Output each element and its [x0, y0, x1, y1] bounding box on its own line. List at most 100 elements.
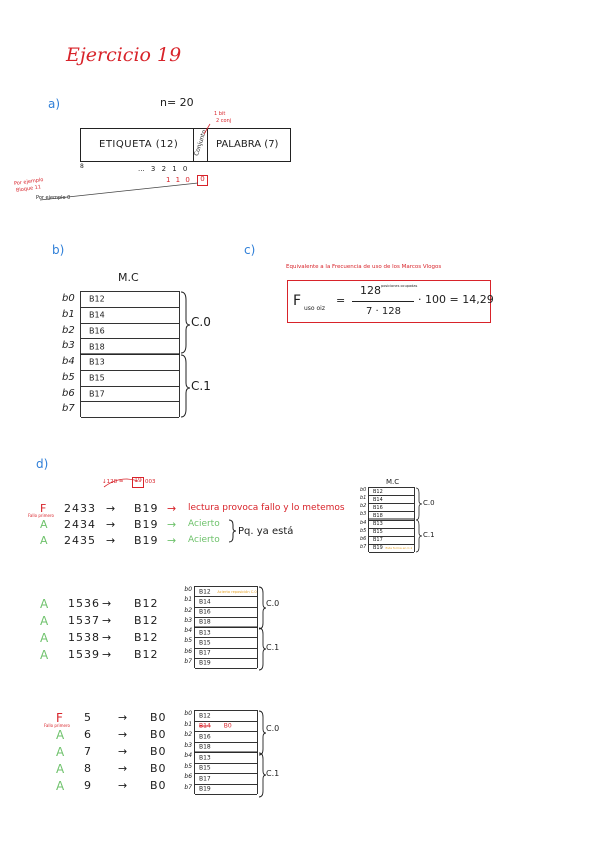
- cache-row-note: Esta forma en C.1: [385, 546, 413, 551]
- cache-row-block: B18: [199, 618, 211, 626]
- cache-row: B15: [195, 638, 257, 649]
- cache-row-block: B14: [373, 496, 383, 503]
- access-comment: lectura provoca fallo y lo metemos: [188, 503, 345, 513]
- access-status: A: [56, 762, 65, 776]
- access-status: A: [56, 779, 65, 793]
- access-arrow-2: →: [167, 518, 177, 531]
- palabra-field: PALABRA (7): [216, 139, 279, 150]
- f-symbol: F: [293, 293, 302, 309]
- cache-line-label: b4: [360, 519, 367, 526]
- cache-line-label: b7: [360, 543, 367, 550]
- access-address: 1537: [68, 614, 100, 627]
- cache-row-block: B12: [199, 712, 211, 720]
- access-block: B12: [134, 648, 159, 661]
- access-arrow: →: [106, 518, 116, 531]
- access-status: A: [40, 518, 48, 531]
- cache-row: B16: [369, 504, 414, 513]
- cache-row-block: B18: [373, 512, 383, 519]
- cache-row-block: B15: [373, 529, 383, 536]
- cache-row: B19: [195, 785, 257, 795]
- etiqueta-field: ETIQUETA (12): [99, 139, 179, 150]
- cache-row: B18: [195, 743, 257, 753]
- cache-row: B12: [81, 292, 179, 308]
- cache-title: M.C: [118, 271, 139, 284]
- cache-row: B14: [81, 308, 179, 324]
- part-b-label: b): [52, 243, 65, 257]
- part-a-label: a): [48, 97, 61, 111]
- cache-line-label: b5: [184, 637, 193, 645]
- cache-row-block: B13: [373, 521, 383, 528]
- cache-line-label: b0: [184, 586, 193, 593]
- cache-row-note: Acierto reposición C.0: [217, 589, 257, 594]
- cache-row: B15: [195, 764, 257, 774]
- access-arrow: →: [106, 534, 116, 547]
- bit-index-row: ... 3 2 1 0: [138, 165, 188, 173]
- access-address: 2435: [64, 534, 96, 547]
- access-block: B0: [150, 762, 167, 775]
- access-block: B19: [134, 534, 159, 547]
- cache-row-block: B15: [199, 639, 211, 647]
- access-address: 1536: [68, 597, 100, 610]
- access-status: A: [40, 534, 48, 547]
- cache-line-label: b3: [184, 616, 193, 624]
- cache-row: B17: [81, 387, 179, 403]
- access-status: A: [56, 745, 65, 759]
- page-title: Ejercicio 19: [66, 44, 182, 66]
- cache-row: B13: [369, 521, 414, 529]
- part-c-heading: Equivalente a la Frecuencia de uso de lo…: [286, 264, 442, 270]
- address-format-diagram: ETIQUETA (12) Conjunto PALABRA (7): [80, 128, 291, 162]
- cache-line-label: b2: [62, 324, 75, 336]
- access-status-note: Fallo primero: [28, 513, 54, 518]
- part-c-label: c): [244, 243, 256, 257]
- cache3-set1: C.1: [266, 769, 280, 778]
- access-block: B19: [134, 518, 159, 531]
- cache-line-label: b1: [360, 495, 367, 502]
- cache-row: B16: [195, 732, 257, 743]
- cache-row: [81, 402, 179, 418]
- cache-row-block: B17: [89, 389, 105, 399]
- cache-line-label: b5: [184, 762, 193, 770]
- access-arrow: →: [102, 631, 112, 644]
- cache-row-block: B19: [199, 785, 211, 793]
- cache-row: B13: [81, 355, 179, 371]
- fraction-bar: [352, 301, 414, 302]
- example-note-c: Por ejemplo 0: [36, 195, 71, 201]
- cache-row-block: B17: [199, 649, 211, 657]
- cache-row: B18: [369, 512, 414, 521]
- access-arrow: →: [118, 762, 128, 775]
- cache-line-label: b3: [184, 741, 193, 749]
- cache-row-block: B14: [199, 722, 211, 730]
- access-block: B19: [134, 502, 159, 515]
- cache-row-block: B16: [199, 733, 211, 741]
- cache-row-block: B14: [89, 310, 105, 320]
- cache-line-label: b7: [62, 403, 75, 415]
- cache-row-block: B17: [373, 537, 383, 544]
- cache-row-block: B13: [89, 357, 105, 367]
- cache-row: B15: [369, 529, 414, 537]
- cache-line-label: b1: [184, 720, 193, 728]
- cache-row-block: B14: [199, 598, 211, 606]
- cache-row-block: B16: [373, 504, 383, 511]
- highlight-bit: 0: [197, 175, 208, 186]
- access-status: A: [40, 648, 49, 662]
- access-address: 1538: [68, 631, 100, 644]
- cache-line-label: b4: [184, 627, 193, 634]
- cache-row-block: B19: [373, 545, 383, 552]
- bit-values-row: 1 1 0: [166, 176, 190, 184]
- access-arrow: →: [102, 597, 112, 610]
- set0-label: C.0: [191, 315, 211, 329]
- cache-row: B16: [195, 608, 257, 618]
- access-block: B0: [150, 728, 167, 741]
- part-d-label: d): [36, 457, 49, 471]
- cache-line-label: b0: [62, 293, 75, 304]
- d-note-box: 19: [132, 477, 144, 488]
- cache-row-block: B15: [199, 764, 211, 772]
- cache-row: B19: [195, 659, 257, 669]
- cache1-set1: C.1: [423, 531, 435, 539]
- cache-line-label: b6: [360, 535, 367, 542]
- cache-line-label: b6: [62, 387, 75, 399]
